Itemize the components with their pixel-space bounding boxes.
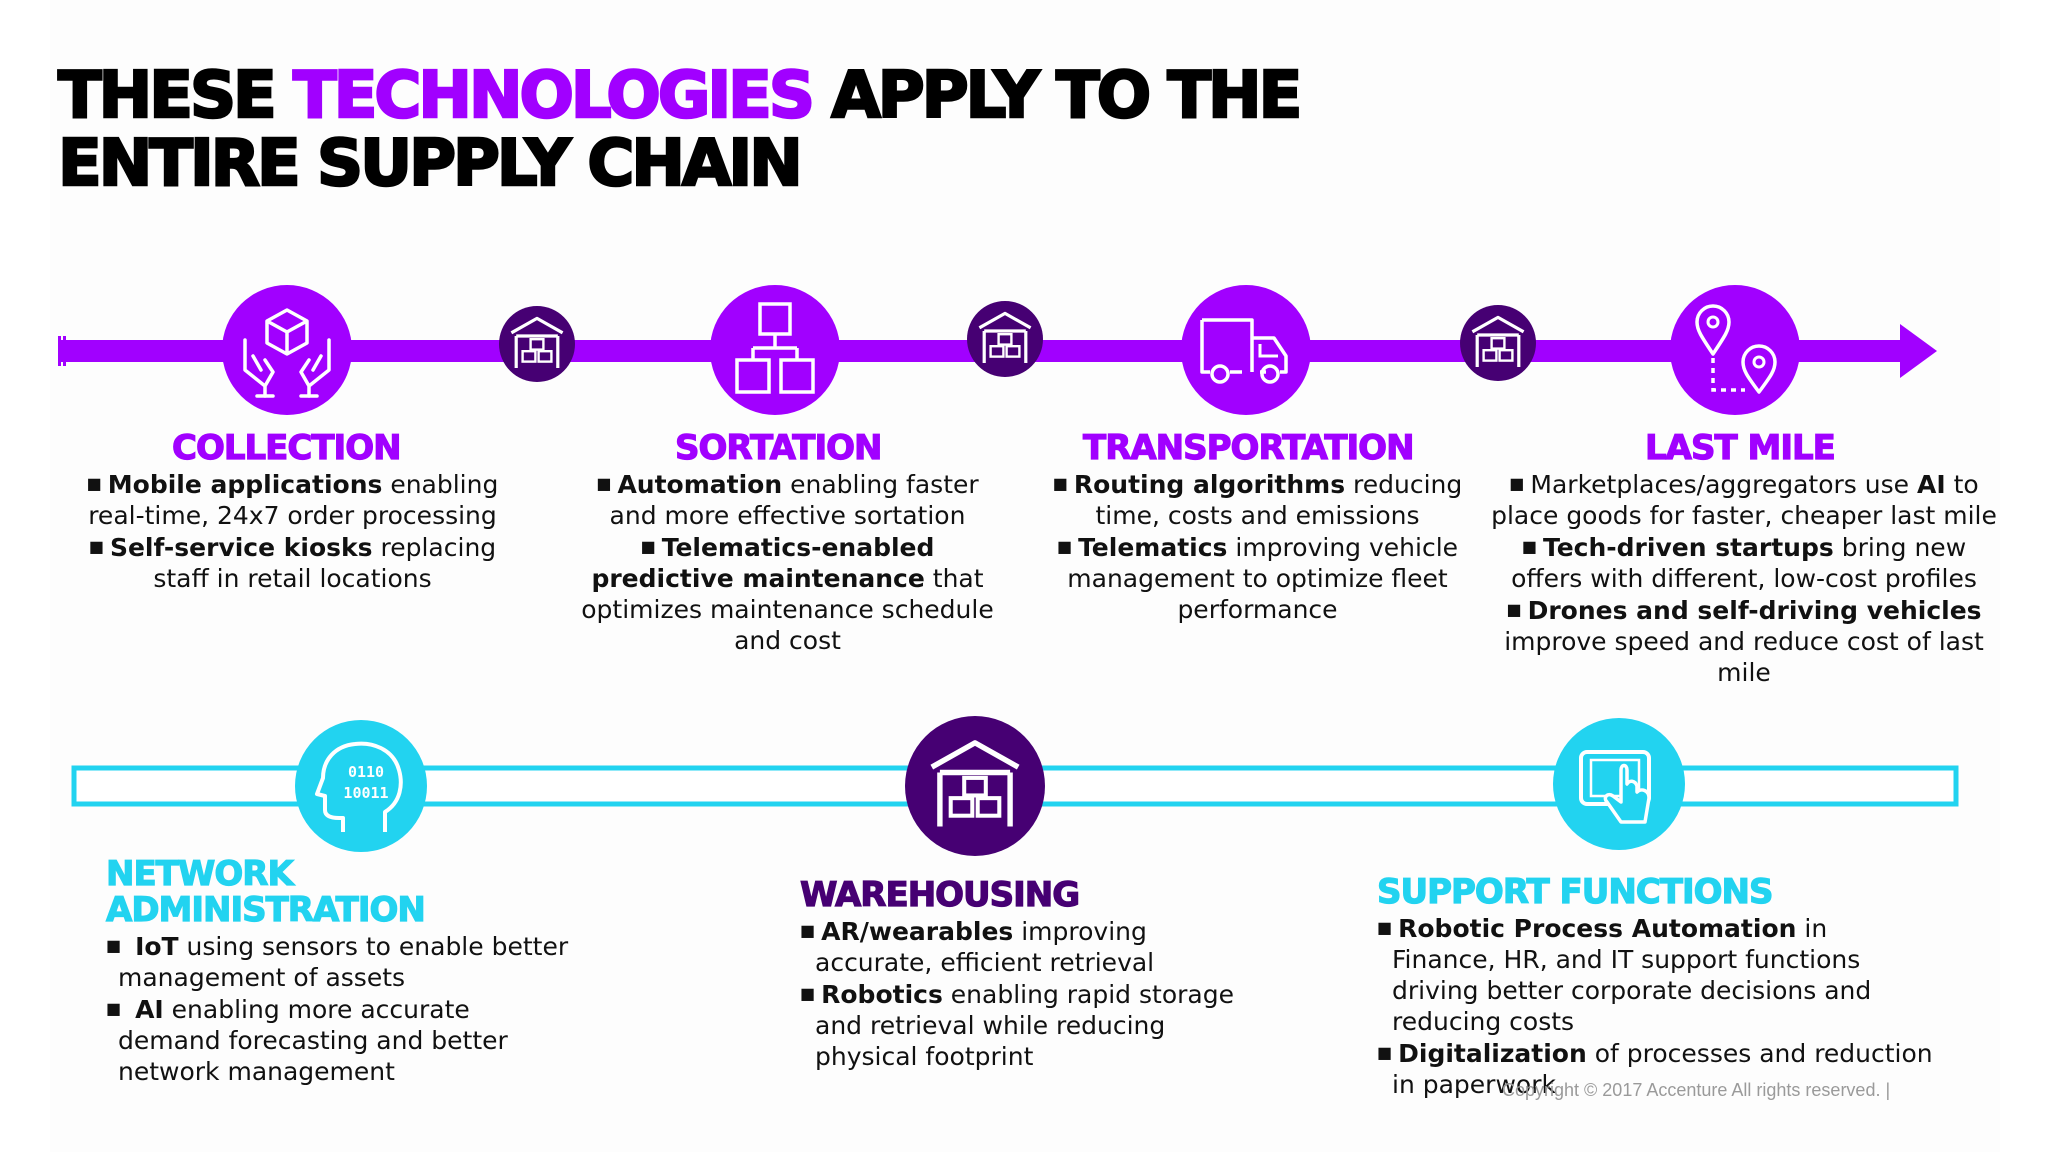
stage-heading-collection: COLLECTION (171, 428, 402, 468)
background-panel (50, 0, 2000, 1152)
copyright-notice: Copyright © 2017 Accenture All rights re… (1502, 1080, 1891, 1100)
list-item: ■Routing algorithms reducing time, costs… (1052, 470, 1463, 530)
list-item: ■Mobile applications enabling real-time,… (86, 470, 499, 530)
binary-head-icon: 0110 10011 (295, 720, 427, 852)
list-item: ■Marketplaces/aggregators use AI to plac… (1491, 470, 1997, 530)
support-functions-description: ■Robotic Process Automation in Finance, … (1377, 912, 1937, 1100)
list-item: ■Digitalization of processes and reducti… (1377, 1039, 1933, 1099)
list-item: ■ AI enabling more accurate demand forec… (106, 995, 508, 1086)
list-item: ■AR/wearables improving accurate, effici… (800, 917, 1155, 977)
function-heading-network-line1: NETWORK (105, 854, 294, 894)
title-highlight: TECHNOLOGIES (292, 59, 816, 133)
list-item: ■Self-service kiosks replacing staff in … (88, 533, 497, 593)
list-item: ■Robotics enabling rapid storage and ret… (800, 980, 1234, 1071)
list-item: ■ IoT using sensors to enable better man… (106, 932, 569, 992)
warehouse-small-icon (499, 306, 575, 382)
svg-text:10011: 10011 (343, 784, 388, 802)
stage-heading-transportation: TRANSPORTATION (1082, 428, 1415, 468)
list-item: ■Robotic Process Automation in Finance, … (1377, 914, 1872, 1036)
warehouse-small-icon (967, 301, 1043, 377)
function-heading-support: SUPPORT FUNCTIONS (1376, 872, 1774, 912)
list-item: ■Tech-driven startups bring new offers w… (1511, 533, 1977, 593)
function-heading-network-line2: ADMINISTRATION (105, 890, 426, 930)
network-administration-description: ■ IoT using sensors to enable better man… (106, 930, 576, 1087)
map-pins-route-icon (1670, 285, 1800, 415)
stage-heading-last-mile: LAST MILE (1644, 428, 1836, 468)
hands-box-icon (222, 285, 352, 415)
collection-description: ■Mobile applications enabling real-time,… (85, 468, 500, 594)
list-item: ■Drones and self-driving vehicles improv… (1504, 596, 1984, 687)
warehouse-small-icon (1460, 305, 1536, 381)
transportation-description: ■Routing algorithms reducing time, costs… (1050, 468, 1465, 625)
stage-heading-sortation: SORTATION (674, 428, 883, 468)
last-mile-description: ■Marketplaces/aggregators use AI to plac… (1488, 468, 2000, 688)
function-heading-warehousing: WAREHOUSING (799, 875, 1080, 915)
truck-icon (1181, 285, 1311, 415)
tablet-touch-icon (1553, 718, 1685, 850)
warehouse-icon (905, 716, 1045, 856)
hierarchy-icon (710, 285, 840, 415)
svg-text:0110: 0110 (348, 763, 384, 781)
list-item: ■Telematics improving vehicle management… (1056, 533, 1459, 624)
warehousing-description: ■AR/wearables improving accurate, effici… (800, 915, 1245, 1072)
list-item: ■Automation enabling faster and more eff… (596, 470, 979, 530)
sortation-description: ■Automation enabling faster and more eff… (570, 468, 1005, 656)
list-item: ■Telematics-enabled predictive maintenan… (581, 533, 994, 655)
